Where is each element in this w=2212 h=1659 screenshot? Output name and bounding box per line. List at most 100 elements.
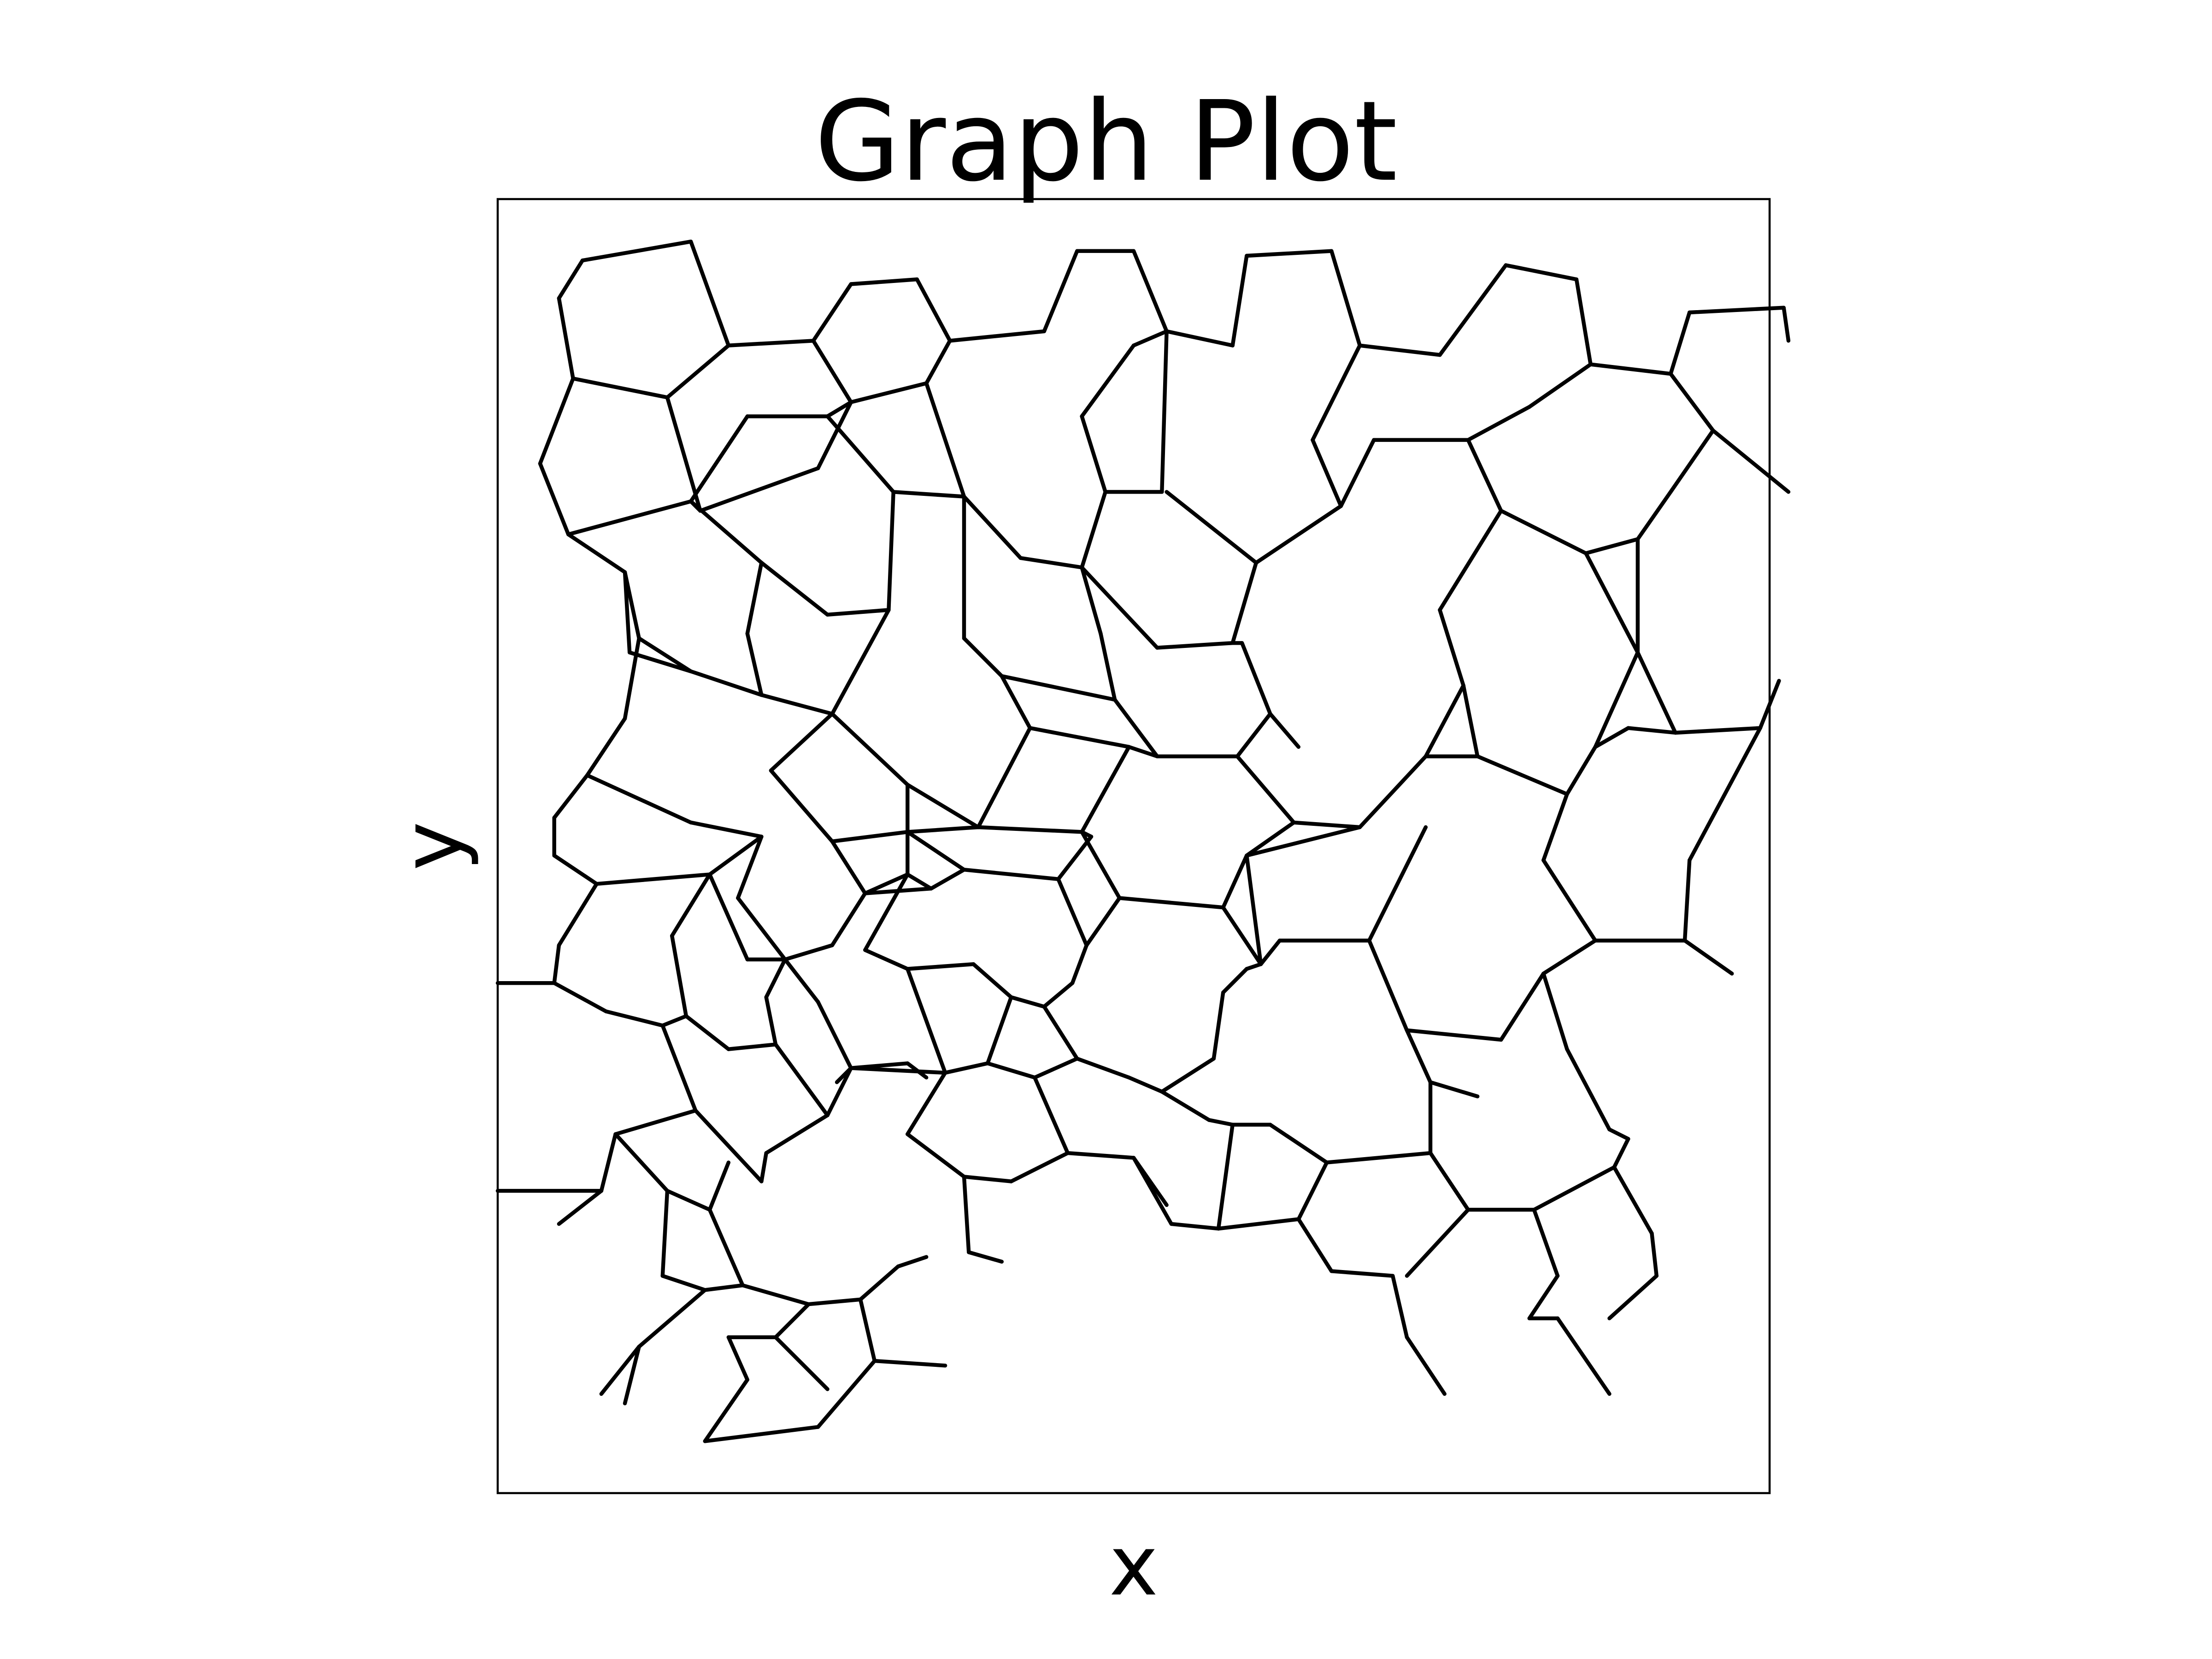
graph-edge-35: [1711, 429, 1791, 494]
graph-edge-182: [594, 872, 712, 886]
graph-edge-96: [1240, 641, 1272, 716]
graph-edge-177: [1499, 971, 1546, 1042]
graph-edge-121: [1221, 853, 1249, 910]
graph-edge-93: [1112, 698, 1159, 759]
graph-edge-187: [552, 943, 561, 985]
graph-edge-271: [962, 1175, 971, 1254]
graph-edge-254: [1607, 1274, 1659, 1321]
graph-edge-279: [623, 1345, 641, 1406]
graph-edge-44: [891, 490, 966, 499]
graph-edge-215: [962, 1175, 1013, 1183]
graph-edge-107: [1593, 726, 1630, 749]
graph-edge-117: [1127, 745, 1159, 759]
graph-edge-111: [1584, 551, 1640, 655]
graph-edge-131: [585, 717, 627, 777]
graph-edge-9: [698, 466, 820, 513]
graph-edge-81: [759, 560, 830, 617]
graph-edge-26: [1358, 343, 1442, 357]
graph-edge-203: [764, 1113, 830, 1155]
graph-edge-149: [769, 768, 835, 844]
graph-edge-262: [703, 1283, 745, 1292]
graph-edge-160: [1042, 981, 1075, 1009]
graph-edge-137: [736, 835, 764, 900]
x-axis-label: x: [1109, 1518, 1159, 1614]
graph-edge-176: [1405, 1028, 1503, 1042]
graph-edge-148: [769, 712, 835, 773]
graph-edge-196: [764, 995, 778, 1047]
graph-edge-8: [816, 400, 853, 471]
graph-edge-265: [773, 1335, 830, 1391]
graph-edge-115: [976, 825, 1084, 834]
graph-edge-153: [906, 830, 966, 872]
graph-edge-52: [1080, 343, 1136, 418]
graph-edge-1: [688, 240, 731, 347]
graph-edge-213: [906, 1071, 947, 1136]
graph-edge-125: [1541, 858, 1598, 943]
graph-edge-118: [1028, 726, 1131, 749]
graph-edge-76: [688, 669, 764, 697]
graph-edge-276: [726, 1335, 750, 1382]
graph-edge-214: [906, 1132, 966, 1179]
graph-edge-249: [1555, 1316, 1612, 1396]
graph-edge-6: [726, 339, 816, 347]
graph-edge-209: [849, 1066, 947, 1075]
graph-edge-3: [571, 377, 670, 400]
graph-edge-80: [745, 631, 764, 697]
graph-edge-87: [962, 636, 1004, 678]
graph-edge-29: [1574, 277, 1593, 366]
graph-edge-261: [707, 1207, 745, 1288]
graph-edge-28: [1504, 263, 1579, 282]
graph-edge-47: [1018, 556, 1084, 570]
graph-edge-159: [1070, 943, 1089, 985]
graph-edge-154: [929, 867, 966, 891]
graph-edge-33: [1782, 306, 1791, 343]
graph-edge-184: [707, 872, 750, 962]
graph-edge-104: [1268, 712, 1301, 749]
chart-title: Graph Plot: [815, 77, 1398, 206]
graph-edge-224: [1009, 1151, 1070, 1183]
graph-edge-228: [1216, 1123, 1235, 1231]
graph-edge-195: [726, 1042, 778, 1051]
graph-edge-218: [1009, 995, 1047, 1009]
graph-edge-98: [1235, 754, 1296, 825]
graph-edge-189: [552, 981, 608, 1013]
graph-edge-220: [943, 1061, 990, 1075]
graph-edge-90: [1080, 565, 1103, 636]
graph-edge-105: [1475, 754, 1569, 796]
graph-edge-253: [1650, 1231, 1659, 1278]
graph-edge-216: [906, 962, 976, 971]
graph-edge-127: [1683, 858, 1692, 943]
graph-edge-199: [613, 1108, 698, 1136]
graph-edge-141: [863, 872, 910, 895]
graph-edge-246: [1532, 1207, 1560, 1278]
graph-edge-16: [948, 329, 1047, 343]
graph-edge-238: [1296, 1217, 1334, 1273]
graph-edge-11: [811, 282, 853, 343]
graph-edge-40: [688, 414, 750, 504]
graph-edge-145: [783, 957, 820, 1004]
graph-edge-103: [1424, 683, 1465, 759]
graph-edge-255: [557, 1188, 604, 1226]
graph-edge-132: [585, 773, 693, 825]
graph-edge-122: [1245, 825, 1362, 858]
graph-edge-180: [1565, 1047, 1612, 1132]
graph-edge-278: [637, 1288, 707, 1349]
graph-edge-88: [1000, 674, 1117, 702]
graph-edge-144: [906, 872, 933, 891]
graph-edge-227: [1169, 1222, 1221, 1231]
graph-edge-240: [1390, 1274, 1409, 1340]
graph-edge-43: [825, 414, 895, 494]
graph-edge-63: [1438, 608, 1465, 688]
graph-edge-243: [1428, 1151, 1471, 1212]
graph-edge-56: [1230, 560, 1259, 645]
graph-edge-197: [764, 957, 787, 1000]
graph-edge-31: [1669, 310, 1692, 376]
graph-edge-234: [1296, 1160, 1329, 1221]
graph-edge-57: [1165, 490, 1259, 565]
graph-edge-241: [1405, 1335, 1447, 1396]
graph-edge-230: [1160, 1089, 1211, 1122]
graph-edge-7: [811, 339, 853, 404]
graph-edge-89: [1099, 631, 1117, 702]
graph-edge-175: [1367, 825, 1428, 943]
graph-edge-62: [1438, 509, 1503, 612]
